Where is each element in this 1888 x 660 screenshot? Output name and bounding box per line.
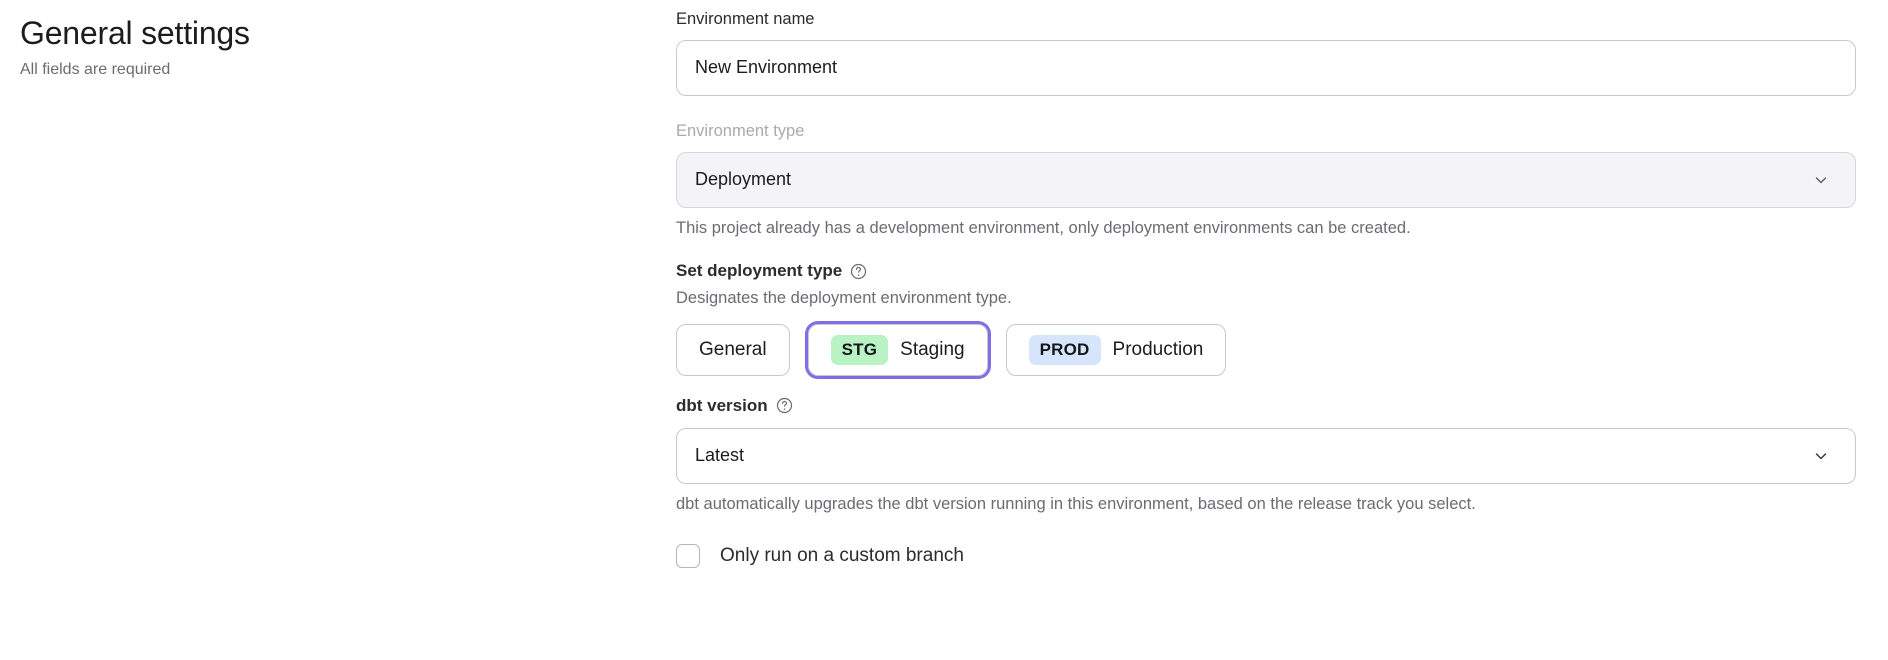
custom-branch-label[interactable]: Only run on a custom branch (720, 545, 964, 567)
deployment-type-option-production[interactable]: PROD Production (1005, 323, 1227, 376)
environment-type-field-group: Environment type Deployment This project… (676, 122, 1856, 239)
deployment-type-option-staging[interactable]: STG Staging (807, 323, 988, 376)
deployment-type-description: Designates the deployment environment ty… (676, 289, 1012, 308)
environment-name-field-group: Environment name (676, 10, 1856, 96)
dbt-version-heading: dbt version (676, 396, 1856, 416)
chevron-down-icon (1813, 172, 1829, 188)
dbt-version-field-group: dbt version Latest dbt automatica (676, 396, 1856, 516)
page-subtitle: All fields are required (20, 61, 171, 79)
dbt-version-value: Latest (695, 445, 745, 466)
deployment-type-field-group: Set deployment type Designates the deplo… (676, 261, 1856, 376)
custom-branch-row: Only run on a custom branch (676, 544, 1856, 569)
deployment-type-option-production-label: Production (1112, 338, 1204, 360)
chevron-down-icon (1813, 448, 1829, 464)
environment-name-input[interactable] (676, 39, 1856, 96)
deployment-type-option-general-label: General (699, 338, 767, 360)
deployment-type-label: Set deployment type (676, 260, 843, 280)
environment-type-value: Deployment (695, 169, 792, 190)
dbt-version-select[interactable]: Latest (676, 427, 1856, 484)
deployment-type-heading: Set deployment type (676, 261, 1856, 281)
question-circle-icon[interactable] (850, 263, 867, 280)
settings-header: General settings All fields are required (20, 14, 580, 81)
page-title: General settings (20, 15, 250, 51)
environment-type-help: This project already has a development e… (676, 218, 1411, 237)
custom-branch-checkbox[interactable] (676, 544, 700, 569)
staging-badge: STG (830, 334, 889, 365)
deployment-type-options: General STG Staging PROD Production (676, 323, 1856, 376)
environment-type-select[interactable]: Deployment (676, 151, 1856, 208)
dbt-version-label: dbt version (676, 395, 768, 415)
deployment-type-option-general[interactable]: General (676, 323, 790, 376)
settings-form: Environment name Environment type Deploy… (676, 10, 1856, 569)
environment-name-label: Environment name (676, 10, 815, 28)
question-circle-icon[interactable] (776, 397, 793, 414)
dbt-version-help: dbt automatically upgrades the dbt versi… (676, 494, 1476, 513)
deployment-type-option-staging-label: Staging (900, 338, 965, 360)
environment-type-label: Environment type (676, 121, 805, 140)
production-badge: PROD (1028, 334, 1101, 365)
